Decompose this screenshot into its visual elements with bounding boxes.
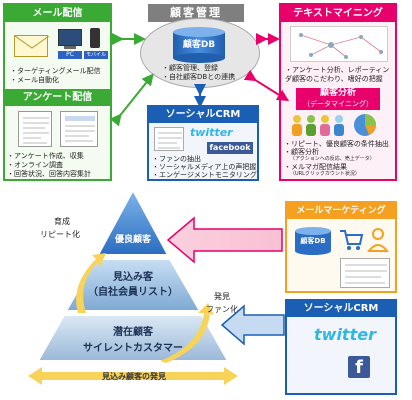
social-crm-arrow	[220, 304, 285, 346]
pyramid-middle-label-1: 見込み客	[113, 272, 153, 283]
mobile-label: モバイル	[84, 51, 108, 59]
analysis-bullet-1: ・リピート、優良顧客の条件抽出	[284, 140, 389, 148]
pc-stand-icon	[64, 46, 76, 49]
survey-bullet-1: ・アンケート作成、収集	[7, 152, 84, 160]
shopping-cart-icon	[340, 230, 364, 250]
text-mining-header: テキストマイニング	[281, 5, 395, 22]
grow-label-1: 育成	[54, 217, 70, 226]
survey-crm-arrow	[109, 73, 154, 127]
analysis-sub-1: （アクションへの反応、売上データ）	[290, 156, 375, 162]
envelope-icon	[14, 35, 49, 57]
pyramid-middle-label-2: （自社会員リスト）	[88, 287, 178, 298]
survey-header: アンケート配信	[5, 89, 110, 106]
pyramid-bottom-tier	[36, 314, 230, 362]
analysis-header: 顧客分析 （データマイニング）	[296, 88, 380, 110]
social-crm-header: ソーシャルCRM	[149, 107, 257, 123]
user-icon	[366, 228, 390, 252]
social-bullet-3: ・エンゲージメントモニタリング	[152, 171, 257, 179]
pie-chart-icon	[354, 114, 376, 136]
facebook-f-icon: f	[348, 356, 370, 378]
database-icon	[173, 27, 225, 63]
social-bullet-2: ・ソーシャルメディア上の声把握	[152, 163, 257, 171]
pyramid-bottom-label-2: サイレントカスタマー	[83, 343, 183, 354]
pyramid-top-label: 優良顧客	[114, 235, 151, 245]
footer-label: 見込み顧客の発見	[102, 372, 166, 381]
analysis-subtitle: （データマイニング）	[303, 100, 373, 108]
text-mining-map-thumbnail	[290, 26, 388, 62]
social-crm-header-2: ソーシャルCRM	[287, 301, 395, 317]
mail-marketing-arrow	[166, 216, 283, 264]
discover-label-1: 発見	[214, 292, 230, 301]
crm-analysis-arrow	[243, 69, 290, 102]
pc-icon	[58, 29, 82, 46]
crm-bullet-1: ・顧客管理、登録	[162, 64, 218, 72]
growth-arrow	[76, 253, 106, 313]
pyramid-bottom-label-1: 潜在顧客	[113, 327, 153, 338]
analysis-title: 顧客分析	[319, 88, 356, 98]
survey-form-thumbnail	[18, 111, 52, 147]
discovery-arrow	[160, 303, 214, 363]
survey-bullet-2: ・オンライン調査	[7, 161, 63, 169]
top-connectors	[109, 33, 290, 127]
social-bullet-1: ・ファンの抽出	[152, 155, 201, 163]
grow-label-2: リピート化	[40, 230, 80, 239]
mobile-icon	[90, 28, 100, 48]
analysis-bullet-2: ・顧客分析	[284, 148, 319, 156]
social-monitor-thumbnail	[154, 127, 184, 151]
customer-pyramid	[28, 187, 238, 385]
mail-marketing-db-label: 顧客DB	[300, 237, 326, 245]
mail-marketing-db-icon	[295, 227, 331, 255]
mail-header: メール配信	[5, 5, 110, 22]
database-label: 顧客DB	[182, 40, 216, 50]
text-mining-bullet-2: ・顧客のこだわり、嗜好の把握	[285, 75, 383, 83]
twitter-logo-icon-2: twitter	[314, 325, 376, 344]
survey-bullet-3: ・回答状況、回答内容集計	[7, 170, 91, 178]
facebook-logo-icon: facebook	[207, 142, 253, 154]
mail-preview-thumbnail	[340, 258, 390, 288]
footer-double-arrow	[28, 367, 238, 385]
survey-report-thumbnail	[60, 111, 98, 147]
pyramid-top-tier	[96, 187, 170, 256]
mail-marketing-header: メールマーケティング	[287, 203, 395, 219]
crm-header: 顧客管理	[148, 4, 244, 22]
mail-bullet-2: ・メール自動化	[10, 76, 59, 84]
discover-label-2: ファン化	[206, 305, 238, 314]
mail-bullet-1: ・ターゲティングメール配信	[10, 67, 101, 75]
people-icon	[292, 115, 344, 136]
pc-label: PC	[58, 51, 82, 59]
twitter-logo-icon: twitter	[190, 126, 233, 139]
crm-bullet-2: ・自社顧客DBとの連携	[162, 73, 236, 81]
analysis-sub-2: （URLクリックカウント状況）	[290, 171, 360, 177]
analysis-bullet-3: ・メルマガ配信結果	[284, 163, 347, 171]
